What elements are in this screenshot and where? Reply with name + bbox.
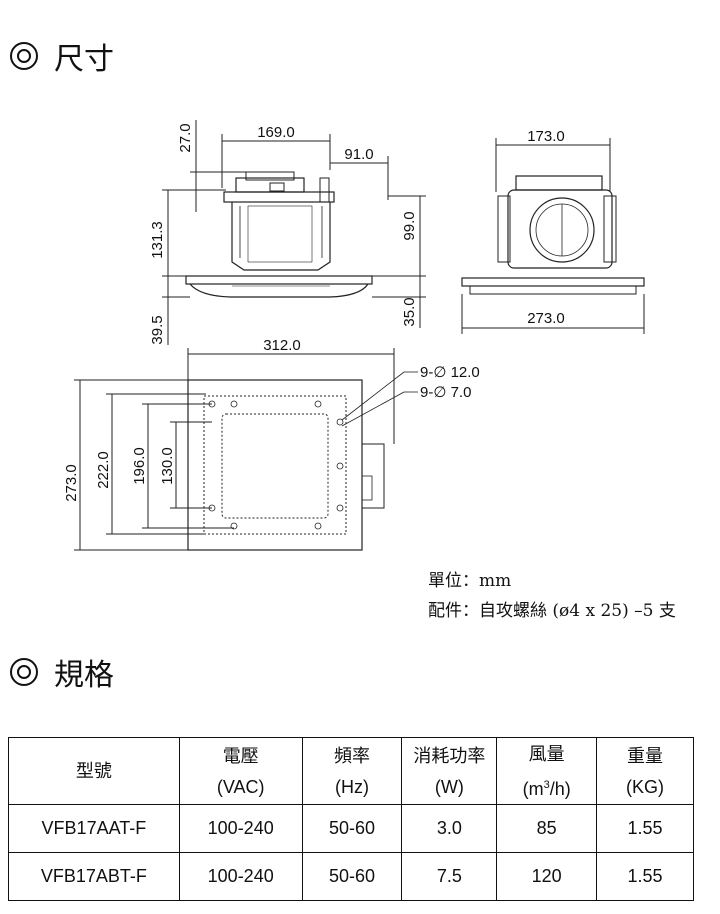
- dim-169: 169.0: [257, 124, 295, 141]
- accessory-note: 配件：自攻螺絲 (ø4 x 25) –5 支: [428, 601, 676, 621]
- specs-heading: 規格: [10, 650, 114, 694]
- double-circle-icon: [10, 42, 38, 70]
- front-view: 173.0 273.0: [461, 128, 645, 334]
- double-circle-icon: [10, 658, 38, 686]
- cell-model: VFB17ABT-F: [8, 852, 180, 901]
- table-row: VFB17ABT-F 100-240 50-60 7.5 120 1.55: [8, 852, 694, 901]
- dim-312: 312.0: [263, 337, 301, 354]
- cell-weight: 1.55: [596, 852, 694, 901]
- dim-273-h: 273.0: [63, 464, 80, 502]
- spec-table: 型號 電壓(VAC) 頻率(Hz) 消耗功率(W) 風量(m3/h) 重量(KG…: [8, 737, 694, 901]
- header-power: 消耗功率(W): [401, 737, 498, 805]
- table-row: VFB17AAT-F 100-240 50-60 3.0 85 1.55: [8, 804, 694, 853]
- header-airflow: 風量(m3/h): [496, 737, 598, 805]
- table-header-row: 型號 電壓(VAC) 頻率(Hz) 消耗功率(W) 風量(m3/h) 重量(KG…: [8, 737, 694, 805]
- dim-130: 130.0: [159, 447, 176, 485]
- dim-91: 91.0: [344, 146, 373, 163]
- dim-173: 173.0: [527, 128, 565, 145]
- dimensions-heading: 尺寸: [10, 34, 114, 78]
- dim-196: 196.0: [131, 447, 148, 485]
- header-frequency: 頻率(Hz): [301, 737, 403, 805]
- unit-note: 單位：mm: [428, 571, 512, 591]
- dim-35: 35.0: [401, 297, 418, 326]
- dim-273-w: 273.0: [527, 310, 565, 327]
- hole-label-7: 9-∅ 7.0: [420, 384, 471, 401]
- cell-airflow: 85: [496, 804, 598, 853]
- header-voltage: 電壓(VAC): [178, 737, 303, 805]
- mounting-holes: [208, 400, 344, 530]
- hole-label-12: 9-∅ 12.0: [420, 364, 480, 381]
- dim-39-5: 39.5: [149, 315, 166, 344]
- cell-airflow: 120: [496, 852, 598, 901]
- cell-frequency: 50-60: [301, 852, 403, 901]
- side-view: 169.0 91.0 27.0 131.3 39.5 99.0 35.0: [149, 120, 426, 345]
- header-weight: 重量(KG): [596, 737, 694, 805]
- plan-view: 9-∅ 12.0 9-∅ 7.0 312.0 273.0 222.0 196.0…: [63, 337, 480, 551]
- cell-weight: 1.55: [596, 804, 694, 853]
- cell-voltage: 100-240: [178, 852, 303, 901]
- dim-99: 99.0: [401, 211, 418, 240]
- cell-model: VFB17AAT-F: [8, 804, 180, 853]
- specs-title: 規格: [54, 658, 114, 693]
- dim-222: 222.0: [95, 451, 112, 489]
- cell-frequency: 50-60: [301, 804, 403, 853]
- cell-power: 7.5: [401, 852, 498, 901]
- dim-27: 27.0: [177, 123, 194, 152]
- dimensions-title: 尺寸: [54, 42, 114, 77]
- dim-131: 131.3: [149, 221, 166, 259]
- cell-voltage: 100-240: [178, 804, 303, 853]
- cell-power: 3.0: [401, 804, 498, 853]
- header-model: 型號: [8, 737, 180, 805]
